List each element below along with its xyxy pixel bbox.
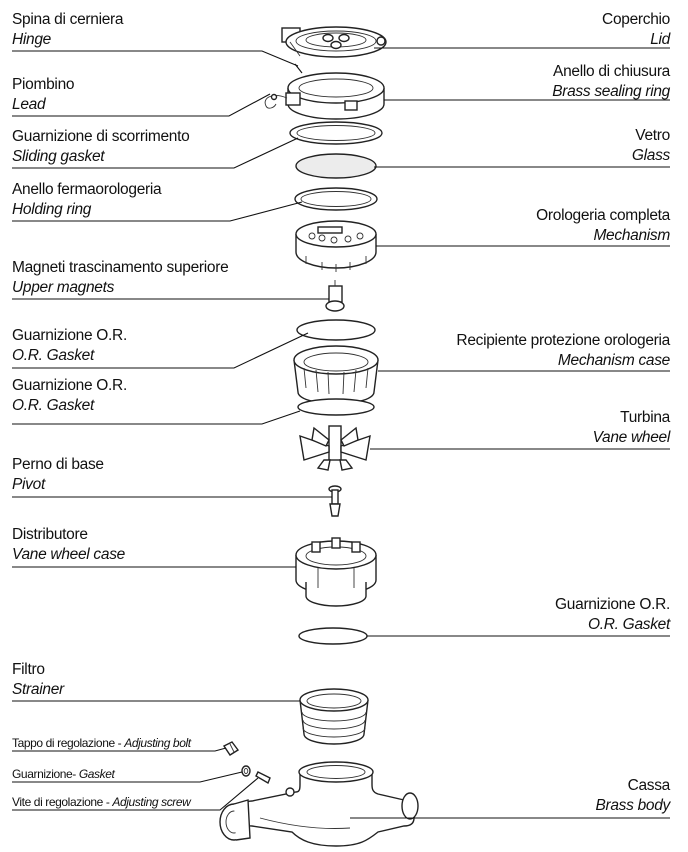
- label-upper-magnets-en: Upper magnets: [12, 279, 115, 296]
- label-brass-sealing-ring-en: Brass sealing ring: [552, 83, 670, 100]
- label-glass: Vetro Glass: [632, 126, 670, 166]
- label-gasket-small-it: Guarnizione-: [12, 767, 79, 781]
- label-sliding-gasket-en: Sliding gasket: [12, 148, 105, 165]
- label-mechanism-case-it: Recipiente protezione orologeria: [456, 332, 670, 349]
- label-strainer: Filtro Strainer: [12, 660, 64, 700]
- adjusting-bolt-part: [222, 741, 240, 756]
- label-hinge-en: Hinge: [12, 31, 51, 48]
- label-lead: Piombino Lead: [12, 75, 75, 115]
- label-holding-ring: Anello fermaorologeria Holding ring: [12, 180, 162, 220]
- brass-sealing-ring-part: [285, 72, 385, 120]
- mechanism-case-part: [293, 345, 379, 405]
- label-or-gasket-2: Guarnizione O.R. O.R. Gasket: [12, 376, 127, 416]
- label-brass-sealing-ring-it: Anello di chiusura: [553, 63, 670, 80]
- label-vane-wheel: Turbina Vane wheel: [592, 408, 671, 448]
- sliding-gasket-part: [289, 121, 383, 145]
- label-vane-wheel-case: Distributore Vane wheel case: [12, 525, 125, 565]
- lid-part: [281, 26, 387, 58]
- label-glass-it: Vetro: [635, 127, 670, 144]
- label-mechanism-case: Recipiente protezione orologeria Mechani…: [456, 331, 670, 371]
- label-pivot-en: Pivot: [12, 476, 45, 493]
- label-or-gasket-1: Guarnizione O.R. O.R. Gasket: [12, 326, 127, 366]
- label-lid-en: Lid: [650, 31, 670, 48]
- label-vane-wheel-case-it: Distributore: [12, 526, 88, 543]
- label-vane-wheel-it: Turbina: [620, 409, 670, 426]
- label-hinge: Spina di cerniera Hinge: [12, 10, 124, 50]
- label-or-gasket-1-it: Guarnizione O.R.: [12, 327, 127, 344]
- leader-holding-ring: [12, 201, 303, 222]
- glass-part: [295, 153, 377, 179]
- or-gasket-3-part: [298, 627, 368, 645]
- brass-body-part: [219, 761, 419, 847]
- or-gasket-1-part: [296, 319, 376, 341]
- vane-wheel-case-part: [295, 537, 377, 607]
- label-lid-it: Coperchio: [602, 11, 670, 28]
- label-or-gasket-3: Guarnizione O.R. O.R. Gasket: [555, 595, 670, 635]
- label-mechanism-case-en: Mechanism case: [557, 352, 670, 369]
- label-adjusting-bolt-en: Adjusting bolt: [124, 736, 191, 750]
- label-upper-magnets: Magneti trascinamento superiore Upper ma…: [12, 258, 229, 298]
- label-sliding-gasket-it: Guarnizione di scorrimento: [12, 128, 190, 145]
- label-or-gasket-2-it: Guarnizione O.R.: [12, 377, 127, 394]
- leader-adjusting-screw: [12, 777, 259, 811]
- label-pivot-it: Perno di base: [12, 456, 104, 473]
- mechanism-part: [295, 220, 377, 272]
- label-lead-it: Piombino: [12, 76, 75, 93]
- label-gasket-small: Guarnizione- Gasket: [12, 764, 115, 784]
- label-vane-wheel-case-en: Vane wheel case: [12, 546, 125, 563]
- leader-or-gasket-2: [12, 410, 301, 425]
- lead-seal-part: [264, 93, 288, 109]
- adjusting-screw-part: [255, 771, 271, 785]
- label-holding-ring-it: Anello fermaorologeria: [12, 181, 162, 198]
- label-upper-magnets-it: Magneti trascinamento superiore: [12, 259, 229, 276]
- label-glass-en: Glass: [631, 147, 670, 164]
- label-adjusting-screw-it: Vite di regolazione -: [12, 795, 113, 809]
- label-mechanism-it: Orologeria completa: [536, 207, 670, 224]
- label-hinge-it: Spina di cerniera: [12, 11, 124, 28]
- label-or-gasket-2-en: O.R. Gasket: [12, 397, 94, 414]
- leader-lines: [12, 47, 670, 819]
- label-strainer-en: Strainer: [12, 681, 64, 698]
- label-gasket-small-en: Gasket: [78, 767, 115, 781]
- label-vane-wheel-en: Vane wheel: [592, 429, 671, 446]
- label-adjusting-bolt-it: Tappo di regolazione -: [12, 736, 125, 750]
- label-brass-body: Cassa Brass body: [595, 776, 670, 816]
- label-or-gasket-3-it: Guarnizione O.R.: [555, 596, 670, 613]
- label-or-gasket-3-en: O.R. Gasket: [588, 616, 670, 633]
- label-lid: Coperchio Lid: [602, 10, 670, 50]
- leader-lead: [12, 93, 271, 117]
- leader-gasket-small: [12, 771, 243, 783]
- leader-or-gasket-1: [12, 332, 309, 369]
- label-adjusting-screw: Vite di regolazione - Adjusting screw: [12, 792, 191, 812]
- label-brass-body-en: Brass body: [595, 797, 670, 814]
- label-brass-body-it: Cassa: [627, 777, 671, 794]
- leader-sliding-gasket: [12, 137, 299, 169]
- upper-magnets-part: [325, 280, 345, 312]
- or-gasket-2-part: [297, 398, 375, 416]
- label-or-gasket-1-en: O.R. Gasket: [12, 347, 94, 364]
- label-strainer-it: Filtro: [12, 661, 45, 678]
- label-mechanism: Orologeria completa Mechanism: [536, 206, 670, 246]
- holding-ring-part: [294, 187, 378, 211]
- label-pivot: Perno di base Pivot: [12, 455, 104, 495]
- leader-hinge: [12, 50, 299, 67]
- label-sliding-gasket: Guarnizione di scorrimento Sliding gaske…: [12, 127, 190, 167]
- label-mechanism-en: Mechanism: [593, 227, 670, 244]
- label-adjusting-screw-en: Adjusting screw: [112, 795, 191, 809]
- label-holding-ring-en: Holding ring: [12, 201, 92, 218]
- label-adjusting-bolt: Tappo di regolazione - Adjusting bolt: [12, 733, 191, 753]
- pivot-part: [328, 485, 342, 517]
- label-brass-sealing-ring: Anello di chiusura Brass sealing ring: [552, 62, 670, 102]
- strainer-part: [299, 688, 369, 745]
- label-lead-en: Lead: [12, 96, 46, 113]
- vane-wheel-part: [299, 425, 371, 471]
- leader-adjusting-bolt: [12, 747, 227, 752]
- small-gasket-part: [241, 765, 251, 777]
